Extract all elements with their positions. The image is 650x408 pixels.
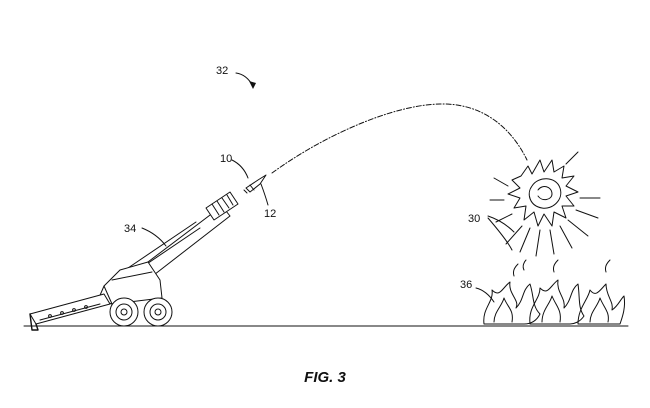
figure-caption: FIG. 3 — [304, 369, 346, 386]
trajectory-leader-arrow — [235, 72, 254, 87]
projectile-leader — [231, 159, 249, 179]
arrowhead-icon — [249, 81, 256, 89]
ref-30-label: 30 — [468, 213, 480, 225]
explosion-leader-2 — [487, 217, 513, 251]
ref-34-label: 34 — [124, 223, 136, 235]
explosion-burst — [489, 151, 601, 257]
ref-32-label: 32 — [216, 65, 228, 77]
artillery-gun — [29, 191, 239, 331]
explosion-leader-1 — [487, 215, 515, 233]
trajectory-path — [271, 103, 528, 174]
fire-leader — [475, 287, 495, 303]
artillery-leader — [141, 227, 167, 247]
fire-flames — [483, 259, 625, 325]
ref-36-label: 36 — [460, 279, 472, 291]
projectile — [243, 174, 267, 194]
ref-12-label: 12 — [264, 208, 276, 220]
projectile-tip-leader — [260, 183, 269, 206]
ref-10-label: 10 — [220, 153, 232, 165]
